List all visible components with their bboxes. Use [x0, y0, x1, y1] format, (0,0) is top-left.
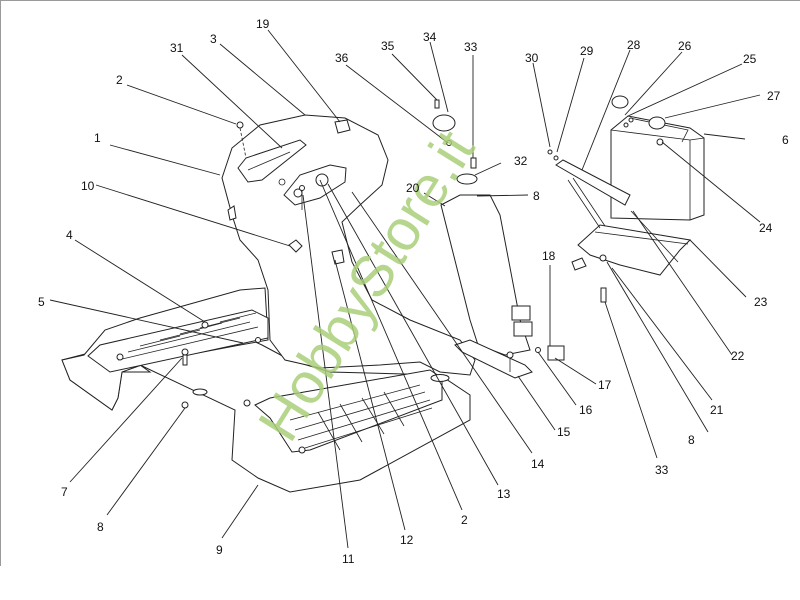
- callout-1: 1: [94, 131, 101, 145]
- callout-20: 20: [406, 181, 420, 195]
- callout-10: 10: [81, 179, 95, 193]
- callout-3: 3: [210, 32, 217, 46]
- callout-33: 33: [655, 463, 669, 477]
- callout-5: 5: [38, 295, 45, 309]
- callout-15: 15: [557, 425, 571, 439]
- callout-30: 30: [525, 51, 539, 65]
- frame-border-top: [0, 0, 800, 1]
- callout-26: 26: [678, 39, 692, 53]
- leader-lines: [49, 29, 761, 549]
- frame-border-left: [0, 0, 1, 566]
- callout-4: 4: [66, 228, 73, 242]
- callout-2: 2: [116, 73, 123, 87]
- callout-36: 36: [335, 51, 349, 65]
- callout-8: 8: [97, 520, 104, 534]
- callout-17: 17: [598, 378, 612, 392]
- battery-assembly: [555, 95, 705, 303]
- dashboard-cover: [221, 114, 476, 376]
- callout-9: 9: [216, 543, 223, 557]
- callout-35: 35: [381, 39, 395, 53]
- relay-18: [547, 345, 565, 361]
- callout-14: 14: [531, 457, 545, 471]
- callout-22: 22: [731, 349, 745, 363]
- callout-32: 32: [514, 154, 528, 168]
- fasteners: [116, 121, 559, 454]
- callout-19: 19: [256, 17, 270, 31]
- callout-11: 11: [342, 552, 355, 566]
- callout-28: 28: [627, 38, 641, 52]
- callout-24: 24: [759, 221, 773, 235]
- callout-2: 2: [461, 513, 468, 527]
- callout-34: 34: [423, 30, 437, 44]
- callout-29: 29: [580, 44, 594, 58]
- callout-31: 31: [170, 41, 184, 55]
- callout-6: 6: [782, 133, 789, 147]
- callout-23: 23: [754, 295, 768, 309]
- callout-labels: 1 2 2 3 4 5 6 7 8 8 8 9 10 11 12 13 14 1…: [38, 17, 789, 566]
- callout-16: 16: [579, 403, 593, 417]
- callout-7: 7: [61, 485, 68, 499]
- footboard-pan: [61, 287, 471, 493]
- callout-13: 13: [497, 487, 511, 501]
- callout-8: 8: [533, 189, 540, 203]
- right-tread-ribs: [289, 384, 433, 451]
- callout-8: 8: [688, 433, 695, 447]
- callout-33: 33: [464, 40, 478, 54]
- callout-25: 25: [743, 52, 757, 66]
- callout-21: 21: [710, 403, 724, 417]
- callout-27: 27: [767, 89, 781, 103]
- callout-12: 12: [400, 533, 414, 547]
- left-tread-ribs: [117, 312, 259, 361]
- callout-18: 18: [542, 249, 556, 263]
- side-bracket-panel: [432, 99, 565, 379]
